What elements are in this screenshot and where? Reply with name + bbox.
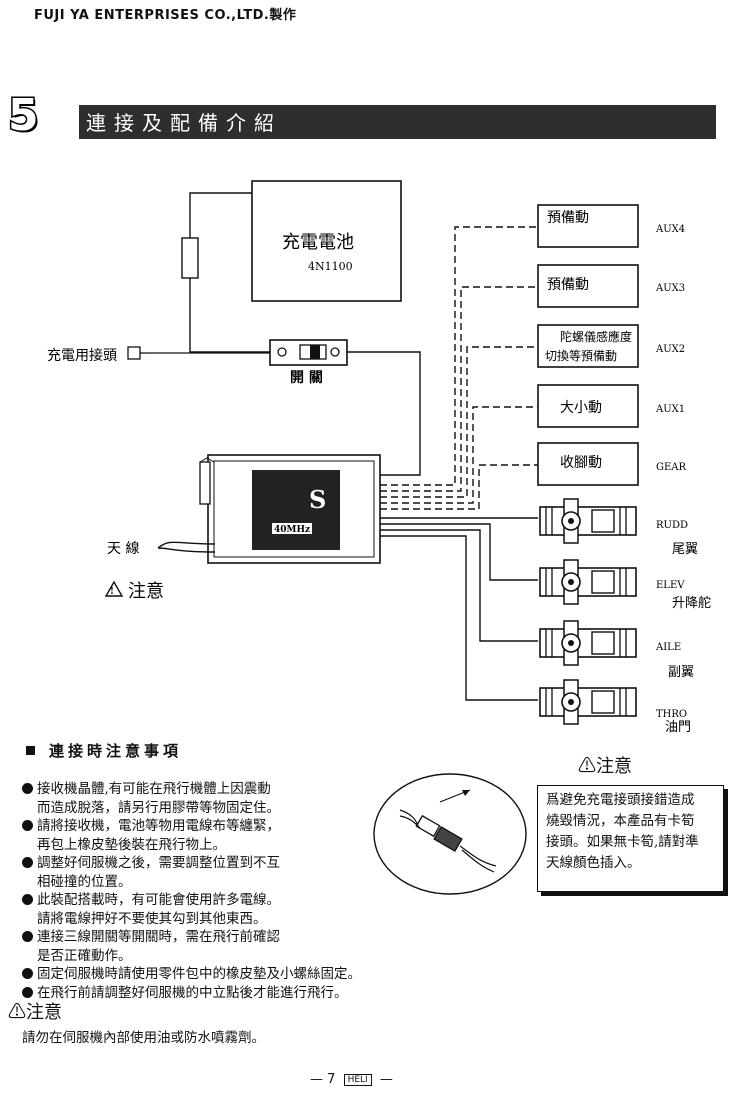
section-title-bar xyxy=(79,105,716,139)
bottom-caution-heading: ⚠注意 xyxy=(8,1002,62,1023)
svg-text:切換等預備動: 切換等預備動 xyxy=(545,348,617,363)
servo-aile xyxy=(539,620,637,666)
name-aile: 副翼 xyxy=(668,665,694,680)
battery-label: 充電電池 xyxy=(282,232,354,253)
connection-diagram: 充電電池 4N1100 充電用接頭 開 關 S 40MHz 天 線 ! 注意 預… xyxy=(47,180,711,735)
right-caution-heading: ⚠注意 xyxy=(578,756,632,777)
bottom-caution-text: 請勿在伺服機內部使用油或防水噴霧劑。 xyxy=(22,1030,265,1046)
notes-list: 接收機晶體,有可能在飛行機體上因震動 而造成脫落，請另行用膠帶等物固定住。 請將… xyxy=(22,780,361,1002)
code-rudd: RUDD xyxy=(656,520,688,531)
note-3: 調整好伺服機之後，需要調整位置到不互 xyxy=(22,854,361,873)
notes-heading: 連接時注意事項 xyxy=(26,740,182,761)
bullet-icon xyxy=(22,986,33,998)
code-aux1: AUX1 xyxy=(655,404,685,415)
section-title: 連接及配備介紹 xyxy=(86,111,282,135)
name-elev: 升降舵 xyxy=(672,596,711,611)
bullet-icon xyxy=(22,968,33,979)
heli-mark: HELI xyxy=(343,1074,372,1086)
diagram-caution: 注意 xyxy=(128,581,164,602)
square-bullet-icon xyxy=(26,746,35,755)
channel-box-aux4 xyxy=(537,204,639,248)
code-gear: GEAR xyxy=(656,462,687,473)
code-aux4: AUX4 xyxy=(655,224,685,235)
bullet-icon xyxy=(22,783,33,794)
receiver-frequency: 40MHz xyxy=(274,525,310,535)
connector-illustration xyxy=(373,773,527,895)
note-2: 請將接收機，電池等物用電線布等纏緊， xyxy=(22,817,361,836)
channel-box-aux3 xyxy=(537,264,639,308)
warning-triangle-icon: ⚠ xyxy=(8,1002,26,1023)
note-5: 連接三線開關等開關時，需在飛行前確認 xyxy=(22,928,361,947)
name-rudd: 尾翼 xyxy=(672,542,698,557)
note-6: 固定伺服機時請使用零件包中的橡皮墊及小螺絲固定。 xyxy=(22,965,361,984)
section-number: 5 xyxy=(7,90,41,141)
bullet-icon xyxy=(22,857,33,868)
battery-model: 4N1100 xyxy=(308,260,353,273)
switch-label: 開 關 xyxy=(290,370,323,386)
svg-text:陀螺儀感應度: 陀螺儀感應度 xyxy=(560,329,632,344)
charge-jack-label: 充電用接頭 xyxy=(47,347,117,364)
bullet-icon xyxy=(22,894,33,905)
note-1: 接收機晶體,有可能在飛行機體上因震動 xyxy=(22,780,361,799)
note-7: 在飛行前請調整好伺服機的中立點後才能進行飛行。 xyxy=(22,984,361,1003)
bullet-icon xyxy=(22,820,33,831)
receiver-logo: S xyxy=(309,485,326,514)
svg-text:大小動: 大小動 xyxy=(560,400,602,416)
code-aux3: AUX3 xyxy=(655,283,685,294)
code-thro: THRO xyxy=(656,709,687,720)
company-header: FUJI YA ENTERPRISES CO.,LTD.製作 xyxy=(34,8,297,23)
code-aux2: AUX2 xyxy=(655,344,685,355)
svg-text:!: ! xyxy=(110,587,114,597)
svg-text:預備動: 預備動 xyxy=(547,277,589,293)
receiver-label-plate xyxy=(252,470,340,550)
servo-elev xyxy=(539,559,637,605)
bullet-icon xyxy=(22,931,33,942)
page-footer: — 7 HELI — xyxy=(310,1072,393,1087)
svg-text:收腳動: 收腳動 xyxy=(560,455,602,471)
battery-connector xyxy=(181,237,199,279)
battery-box xyxy=(251,180,402,302)
servo-thro xyxy=(539,679,637,725)
servo-rudd xyxy=(539,498,637,544)
svg-text:預備動: 預備動 xyxy=(547,210,589,226)
antenna-label: 天 線 xyxy=(107,541,139,557)
note-4: 此裝配搭載時，有可能會使用許多電線。 xyxy=(22,891,361,910)
code-elev: ELEV xyxy=(656,580,685,591)
page-number: 7 xyxy=(327,1072,336,1087)
code-aile: AILE xyxy=(655,642,681,653)
channel-box-aux2 xyxy=(537,324,639,368)
channel-box-aux1 xyxy=(537,384,639,428)
channel-box-gear xyxy=(537,442,639,486)
warning-triangle-icon: ⚠ xyxy=(578,756,596,777)
charge-jack-icon xyxy=(127,346,141,360)
right-caution-box: 爲避免充電接頭接錯造成 燒毀情況，本產品有卡筍 接頭。如果無卡筍,請對準 天線顏… xyxy=(537,785,724,892)
name-thro: 油門 xyxy=(665,720,691,735)
